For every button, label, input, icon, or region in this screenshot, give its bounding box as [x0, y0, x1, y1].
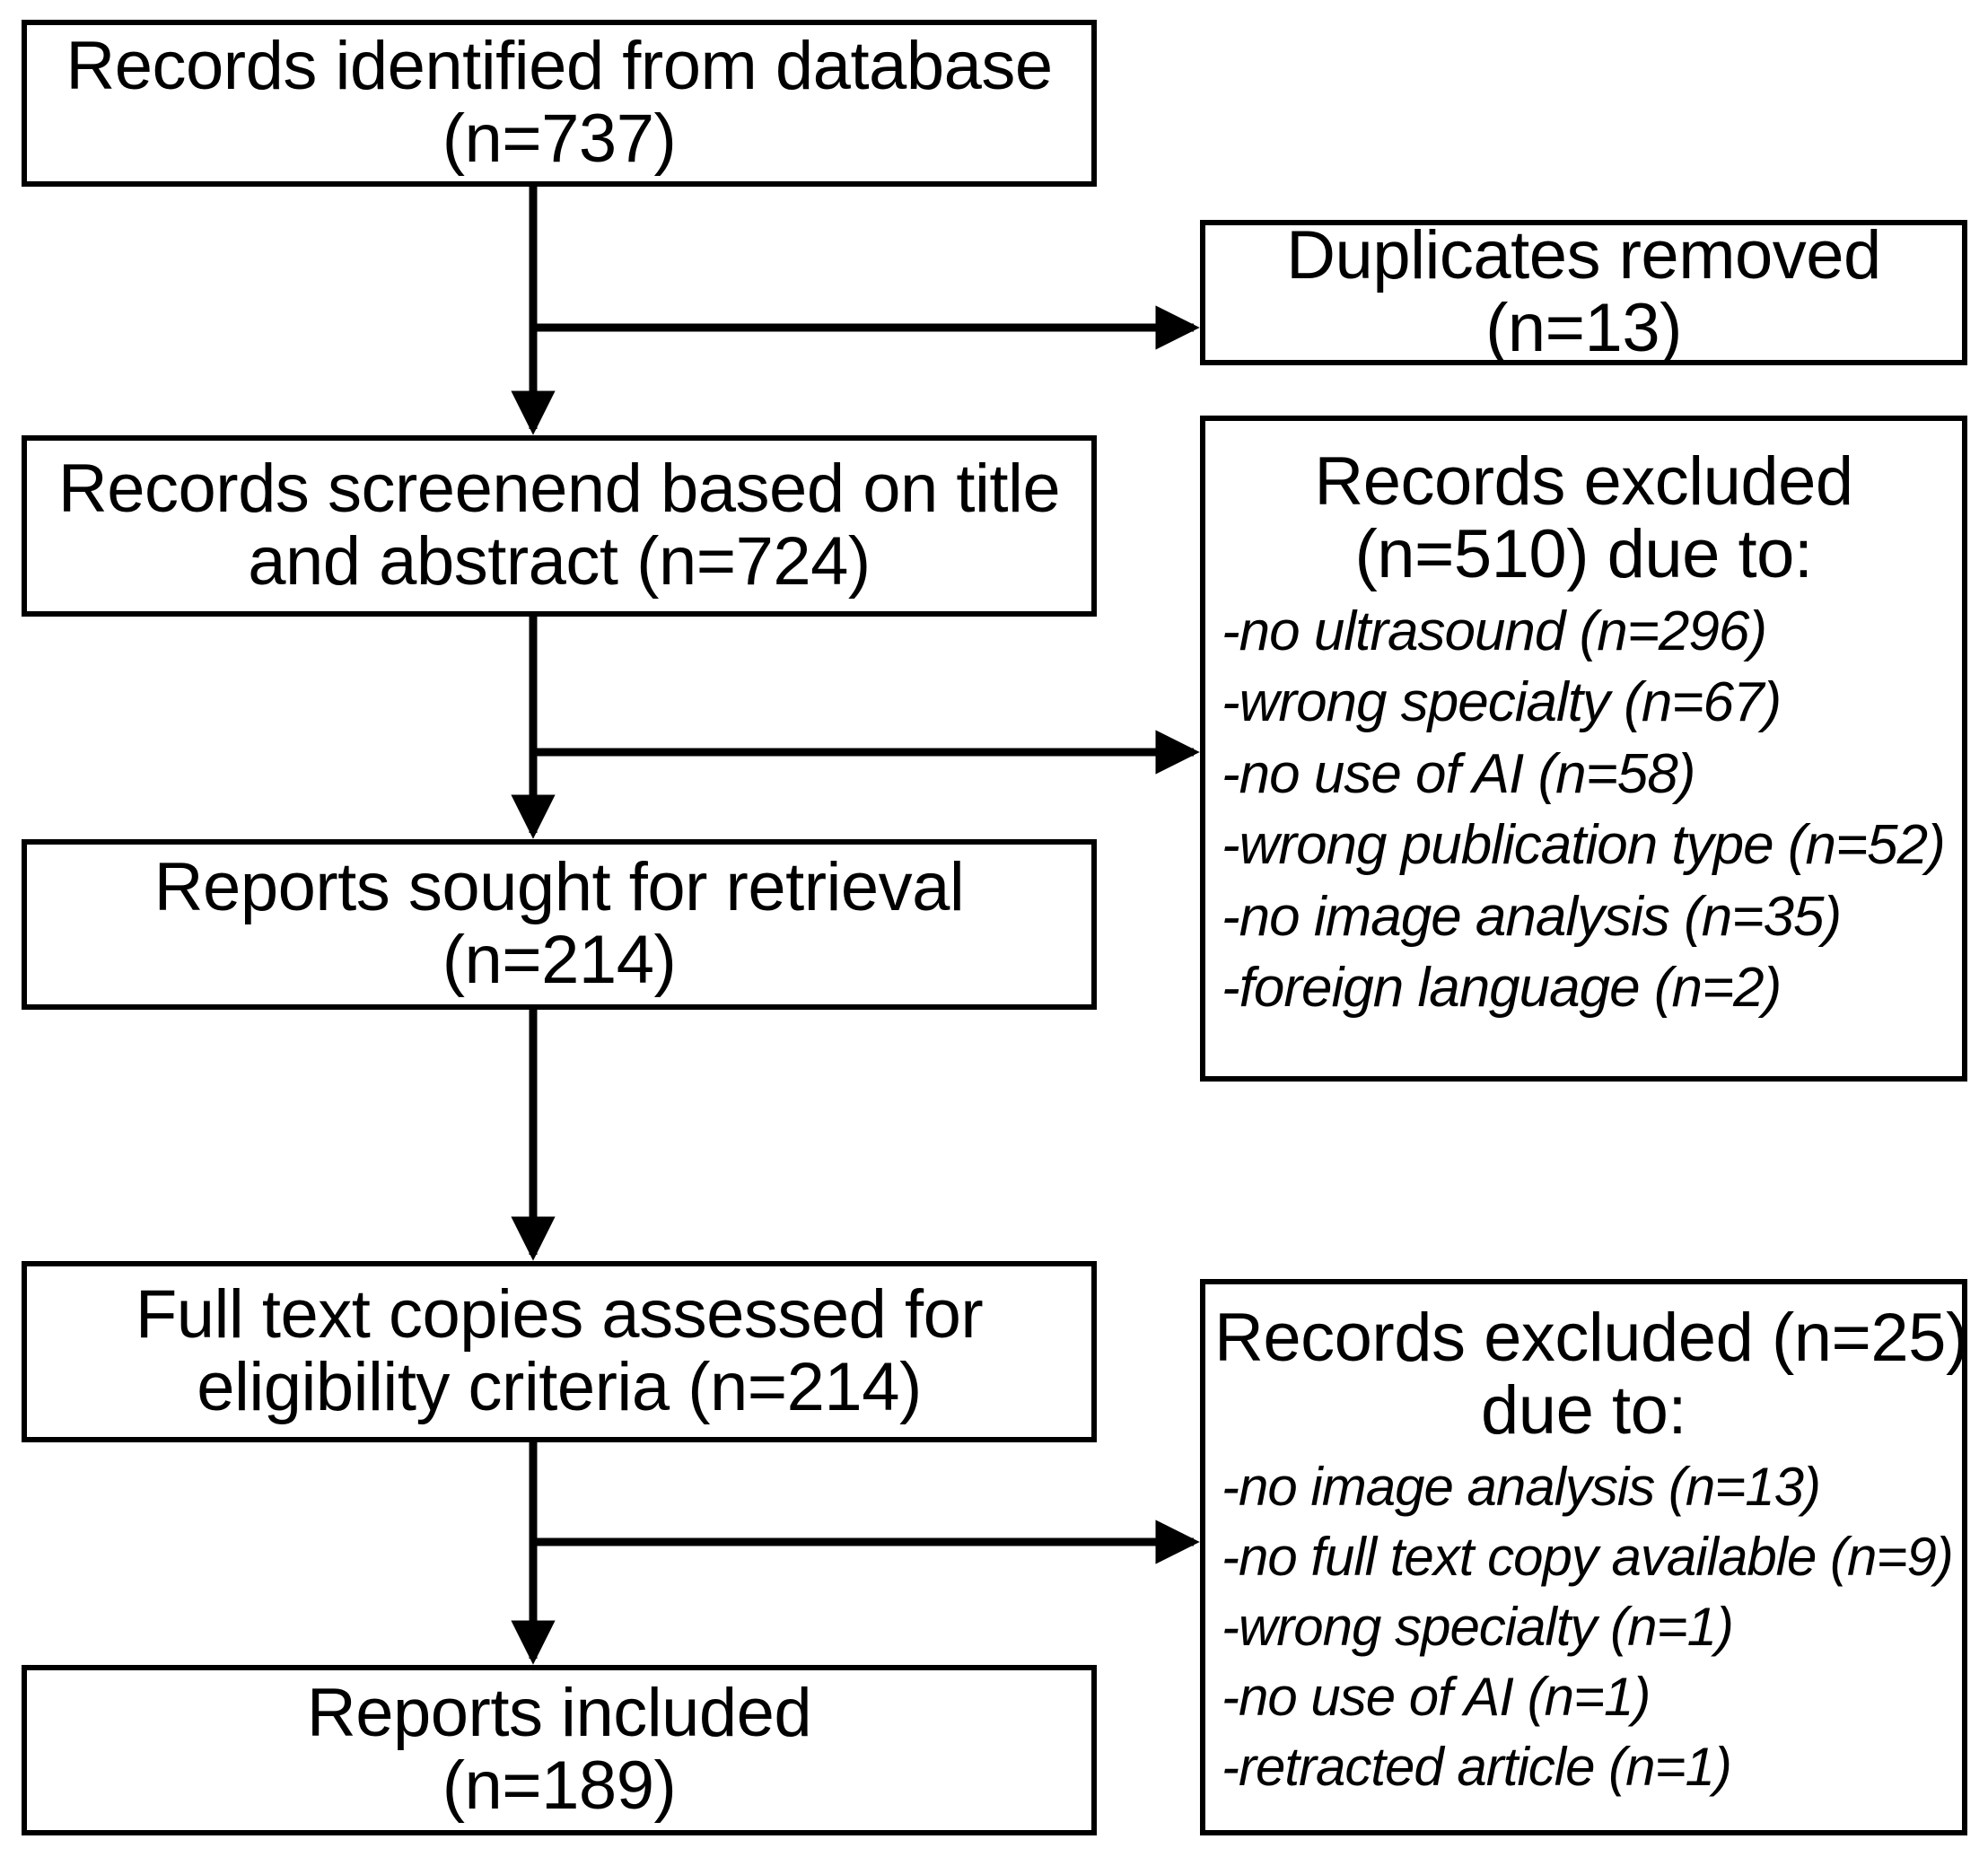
exclusion-reason-item: -wrong specialty (n=1) — [1222, 1597, 1734, 1658]
records-excluded-eligibility-heading: Records excluded (n=25) due to: — [1205, 1293, 1968, 1452]
node-records-screened: Records screenend based on title and abs… — [22, 435, 1097, 617]
records-excluded-eligibility-heading-line2: due to: — [1481, 1371, 1686, 1449]
node-reports-included: Reports included (n=189) — [22, 1665, 1097, 1835]
records-excluded-screening-heading-line2: (n=510) due to: — [1354, 515, 1813, 592]
node-duplicates-removed-label: Duplicates removed — [1286, 217, 1881, 294]
records-excluded-eligibility-heading-line1: Records excluded (n=25) — [1214, 1300, 1968, 1376]
node-reports-included-count: (n=189) — [442, 1748, 677, 1824]
exclusion-reason-item: -wrong specialty (n=67) — [1222, 671, 1782, 734]
node-records-screened-label-line2: and abstract (n=724) — [248, 523, 871, 600]
node-reports-sought: Reports sought for retrieval (n=214) — [22, 839, 1097, 1010]
exclusion-reason-item: -no full text copy available (n=9) — [1222, 1527, 1954, 1588]
node-records-excluded-screening: Records excluded (n=510) due to: -no ult… — [1200, 416, 1967, 1082]
node-duplicates-removed: Duplicates removed (n=13) — [1200, 220, 1967, 365]
node-records-excluded-eligibility: Records excluded (n=25) due to: -no imag… — [1200, 1279, 1968, 1835]
exclusion-reason-item: -foreign language (n=2) — [1222, 956, 1782, 1019]
node-fulltext-assessed: Full text copies assessed for eligibilit… — [22, 1261, 1097, 1442]
node-records-identified: Records identified from database (n=737) — [22, 20, 1097, 187]
node-reports-sought-label: Reports sought for retrieval — [153, 849, 965, 926]
node-records-identified-count: (n=737) — [442, 101, 677, 177]
node-records-identified-label: Records identified from database — [66, 28, 1053, 105]
node-fulltext-assessed-label-line2: eligibility criteria (n=214) — [197, 1349, 922, 1425]
exclusion-reason-item: -no image analysis (n=13) — [1222, 1457, 1821, 1518]
records-excluded-screening-heading-line1: Records excluded — [1314, 443, 1853, 520]
exclusion-reason-item: -wrong publication type (n=52) — [1222, 814, 1946, 877]
records-excluded-screening-reason-list: -no ultrasound (n=296) -wrong specialty … — [1205, 596, 1962, 1023]
node-reports-included-label: Reports included — [306, 1675, 812, 1752]
records-excluded-eligibility-reason-list: -no image analysis (n=13) -no full text … — [1205, 1452, 1962, 1802]
node-fulltext-assessed-label-line1: Full text copies assessed for — [135, 1276, 984, 1353]
node-duplicates-removed-count: (n=13) — [1485, 290, 1682, 366]
exclusion-reason-item: -no image analysis (n=35) — [1222, 885, 1842, 948]
exclusion-reason-item: -retracted article (n=1) — [1222, 1737, 1732, 1798]
node-reports-sought-count: (n=214) — [442, 922, 677, 998]
exclusion-reason-item: -no ultrasound (n=296) — [1222, 600, 1767, 663]
exclusion-reason-item: -no use of AI (n=1) — [1222, 1667, 1651, 1728]
records-excluded-screening-heading: Records excluded (n=510) due to: — [1205, 430, 1962, 596]
exclusion-reason-item: -no use of AI (n=58) — [1222, 742, 1695, 805]
node-records-screened-label-line1: Records screenend based on title — [57, 451, 1061, 528]
